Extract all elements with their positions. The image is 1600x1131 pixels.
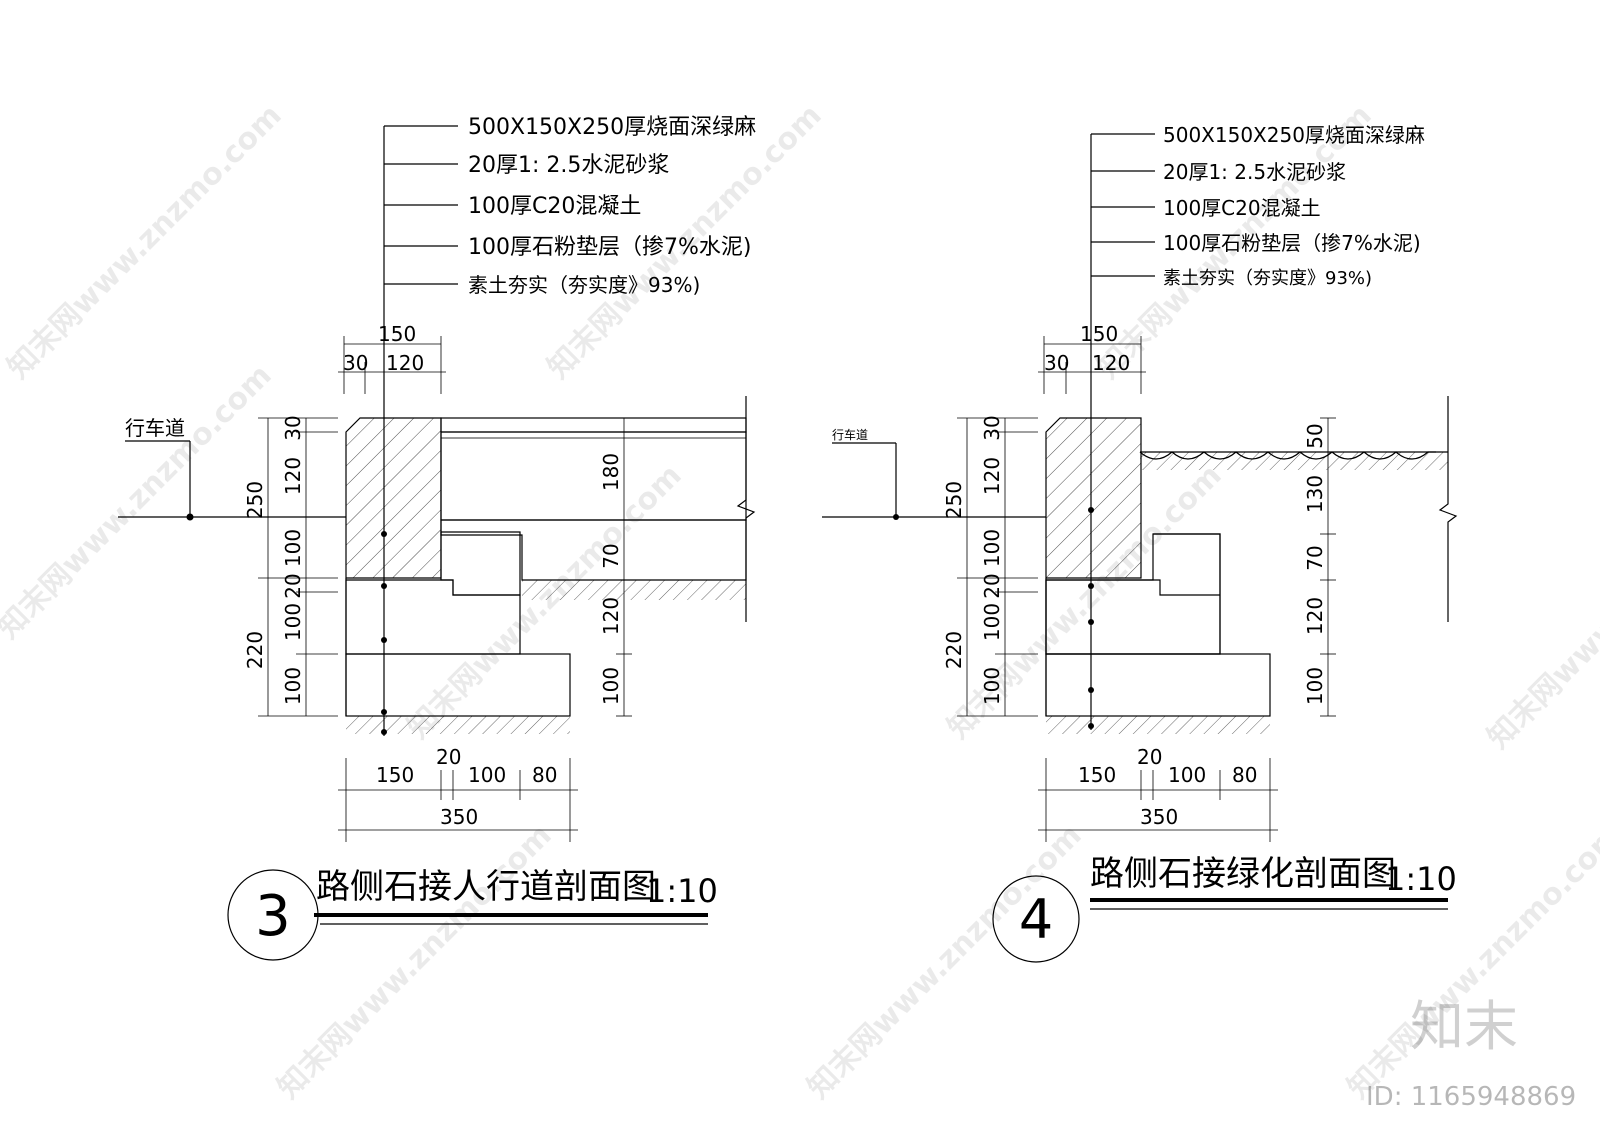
dim-4-right-r5: 100 <box>1303 667 1327 705</box>
callout-ticks-4 <box>1091 133 1155 277</box>
callout-4-4: 100厚石粉垫层（掺7%水泥) <box>1163 231 1421 255</box>
dim-3-bottom-b: 20 <box>436 745 461 769</box>
watermark-7: 知末网www.znzmo.com <box>271 818 559 1106</box>
dim-4-left-upper: 250 <box>942 481 966 519</box>
dim-4-left-d2: 120 <box>980 457 1004 495</box>
section-3-scale: 1:10 <box>646 872 718 910</box>
dim-4-top-left: 30 <box>1044 351 1069 375</box>
sidewalk-concrete <box>440 431 747 521</box>
watermark-8: 知末网www.znzmo.com <box>801 818 1089 1106</box>
dim-3-left-d6: 100 <box>281 667 305 705</box>
break-line <box>736 396 756 622</box>
dim-3-top-left: 30 <box>343 351 368 375</box>
callout-4-2: 20厚1: 2.5水泥砂浆 <box>1163 160 1346 184</box>
callout-4-5: 素土夯实（夯实度》93%) <box>1163 268 1372 289</box>
dim-4-top-total: 150 <box>1080 322 1118 346</box>
dim-4-right-r4: 120 <box>1303 597 1327 635</box>
callout-4-1: 500X150X250厚烧面深绿麻 <box>1163 123 1425 147</box>
bottom-dims-3: 150 20 100 80 350 <box>338 745 578 842</box>
dim-3-left-lower: 220 <box>243 631 267 669</box>
dim-4-right-r2: 130 <box>1303 475 1327 513</box>
brand-logo: 知末 <box>1410 995 1518 1058</box>
bottom-dims-4: 150 20 100 80 350 <box>1038 745 1278 842</box>
callout-3-1: 500X150X250厚烧面深绿麻 <box>468 115 756 140</box>
callout-4-3: 100厚C20混凝土 <box>1163 196 1321 220</box>
dim-4-left-d3: 100 <box>980 529 1004 567</box>
dim-4-left-d5: 100 <box>980 603 1004 641</box>
section-4-scale: 1:10 <box>1385 860 1457 898</box>
gravel-base-4 <box>1045 653 1271 717</box>
dim-4-bottom-b: 20 <box>1137 745 1162 769</box>
section-4-number-circle <box>992 875 1080 963</box>
dim-3-left-d5: 100 <box>281 603 305 641</box>
dim-3-bottom-a: 150 <box>376 763 414 787</box>
dim-4-bottom-d: 80 <box>1232 763 1257 787</box>
dim-4-left-lower: 220 <box>942 631 966 669</box>
left-dims-4: 250 30 120 100 220 20 100 100 <box>942 415 1038 717</box>
dim-3-right-r3: 120 <box>599 597 623 635</box>
dim-4-left-d1: 30 <box>980 415 1004 440</box>
section-3-number: 3 <box>255 884 291 949</box>
dim-4-right-r3: 70 <box>1303 545 1327 570</box>
dim-4-left-d4: 20 <box>980 573 1004 598</box>
dim-4-right-r1: 50 <box>1303 423 1327 448</box>
dim-3-right-r1: 180 <box>599 453 623 491</box>
section-3-title: 路侧石接人行道剖面图 <box>316 867 656 907</box>
left-dims-3: 250 30 120 100 220 20 100 100 <box>243 415 338 717</box>
right-dims-3: 180 70 120 100 <box>599 417 632 717</box>
section-4-title: 路侧石接绿化剖面图 <box>1090 854 1396 894</box>
dim-3-right-r4: 100 <box>599 667 623 705</box>
top-dims-3: 150 30 120 <box>338 322 446 394</box>
road-label-3: 行车道 <box>125 416 185 440</box>
dim-3-left-d1: 30 <box>281 415 305 440</box>
dim-3-left-d2: 120 <box>281 457 305 495</box>
planting-soil <box>1140 452 1448 470</box>
road-label-4: 行车道 <box>832 427 868 442</box>
section-4-number: 4 <box>1019 888 1053 951</box>
callout-3-2: 20厚1: 2.5水泥砂浆 <box>468 153 669 178</box>
dim-3-right-r2: 70 <box>599 543 623 568</box>
watermark-10: 知末网www.znzmo.com <box>1481 468 1600 756</box>
soil-hatch <box>522 580 746 600</box>
dim-3-bottom-d: 80 <box>532 763 557 787</box>
dim-4-left-d6: 100 <box>980 667 1004 705</box>
dim-4-top-right: 120 <box>1092 351 1130 375</box>
watermark-1: 知末网www.znzmo.com <box>1 98 289 386</box>
dim-3-bottom-total: 350 <box>440 805 478 829</box>
dim-3-bottom-c: 100 <box>468 763 506 787</box>
dim-4-bottom-a: 150 <box>1078 763 1116 787</box>
callout-3-5: 素土夯实（夯实度》93%) <box>468 273 700 297</box>
section-4: 500X150X250厚烧面深绿麻 20厚1: 2.5水泥砂浆 100厚C20混… <box>822 123 1458 963</box>
dim-3-left-d4: 20 <box>281 573 305 598</box>
dim-3-top-right: 120 <box>386 351 424 375</box>
watermark-4: 知末网www.znzmo.com <box>0 358 279 646</box>
right-dims-4: 50 130 70 120 100 <box>1303 417 1336 717</box>
callout-ticks-3 <box>384 125 458 285</box>
dim-4-bottom-total: 350 <box>1140 805 1178 829</box>
watermark-5: 知末网www.znzmo.com <box>401 458 689 746</box>
dim-3-top-total: 150 <box>378 322 416 346</box>
id-label: ID: 1165948869 <box>1366 1082 1576 1112</box>
callout-3-3: 100厚C20混凝土 <box>468 194 641 219</box>
dim-3-left-d3: 100 <box>281 529 305 567</box>
section-3: 500X150X250厚烧面深绿麻 20厚1: 2.5水泥砂浆 100厚C20混… <box>118 115 756 961</box>
callout-3-4: 100厚石粉垫层（掺7%水泥) <box>468 235 751 260</box>
dim-4-bottom-c: 100 <box>1168 763 1206 787</box>
top-dims-4: 150 30 120 <box>1038 322 1146 394</box>
sidewalk-paving <box>440 417 747 433</box>
dim-3-left-upper: 250 <box>243 481 267 519</box>
